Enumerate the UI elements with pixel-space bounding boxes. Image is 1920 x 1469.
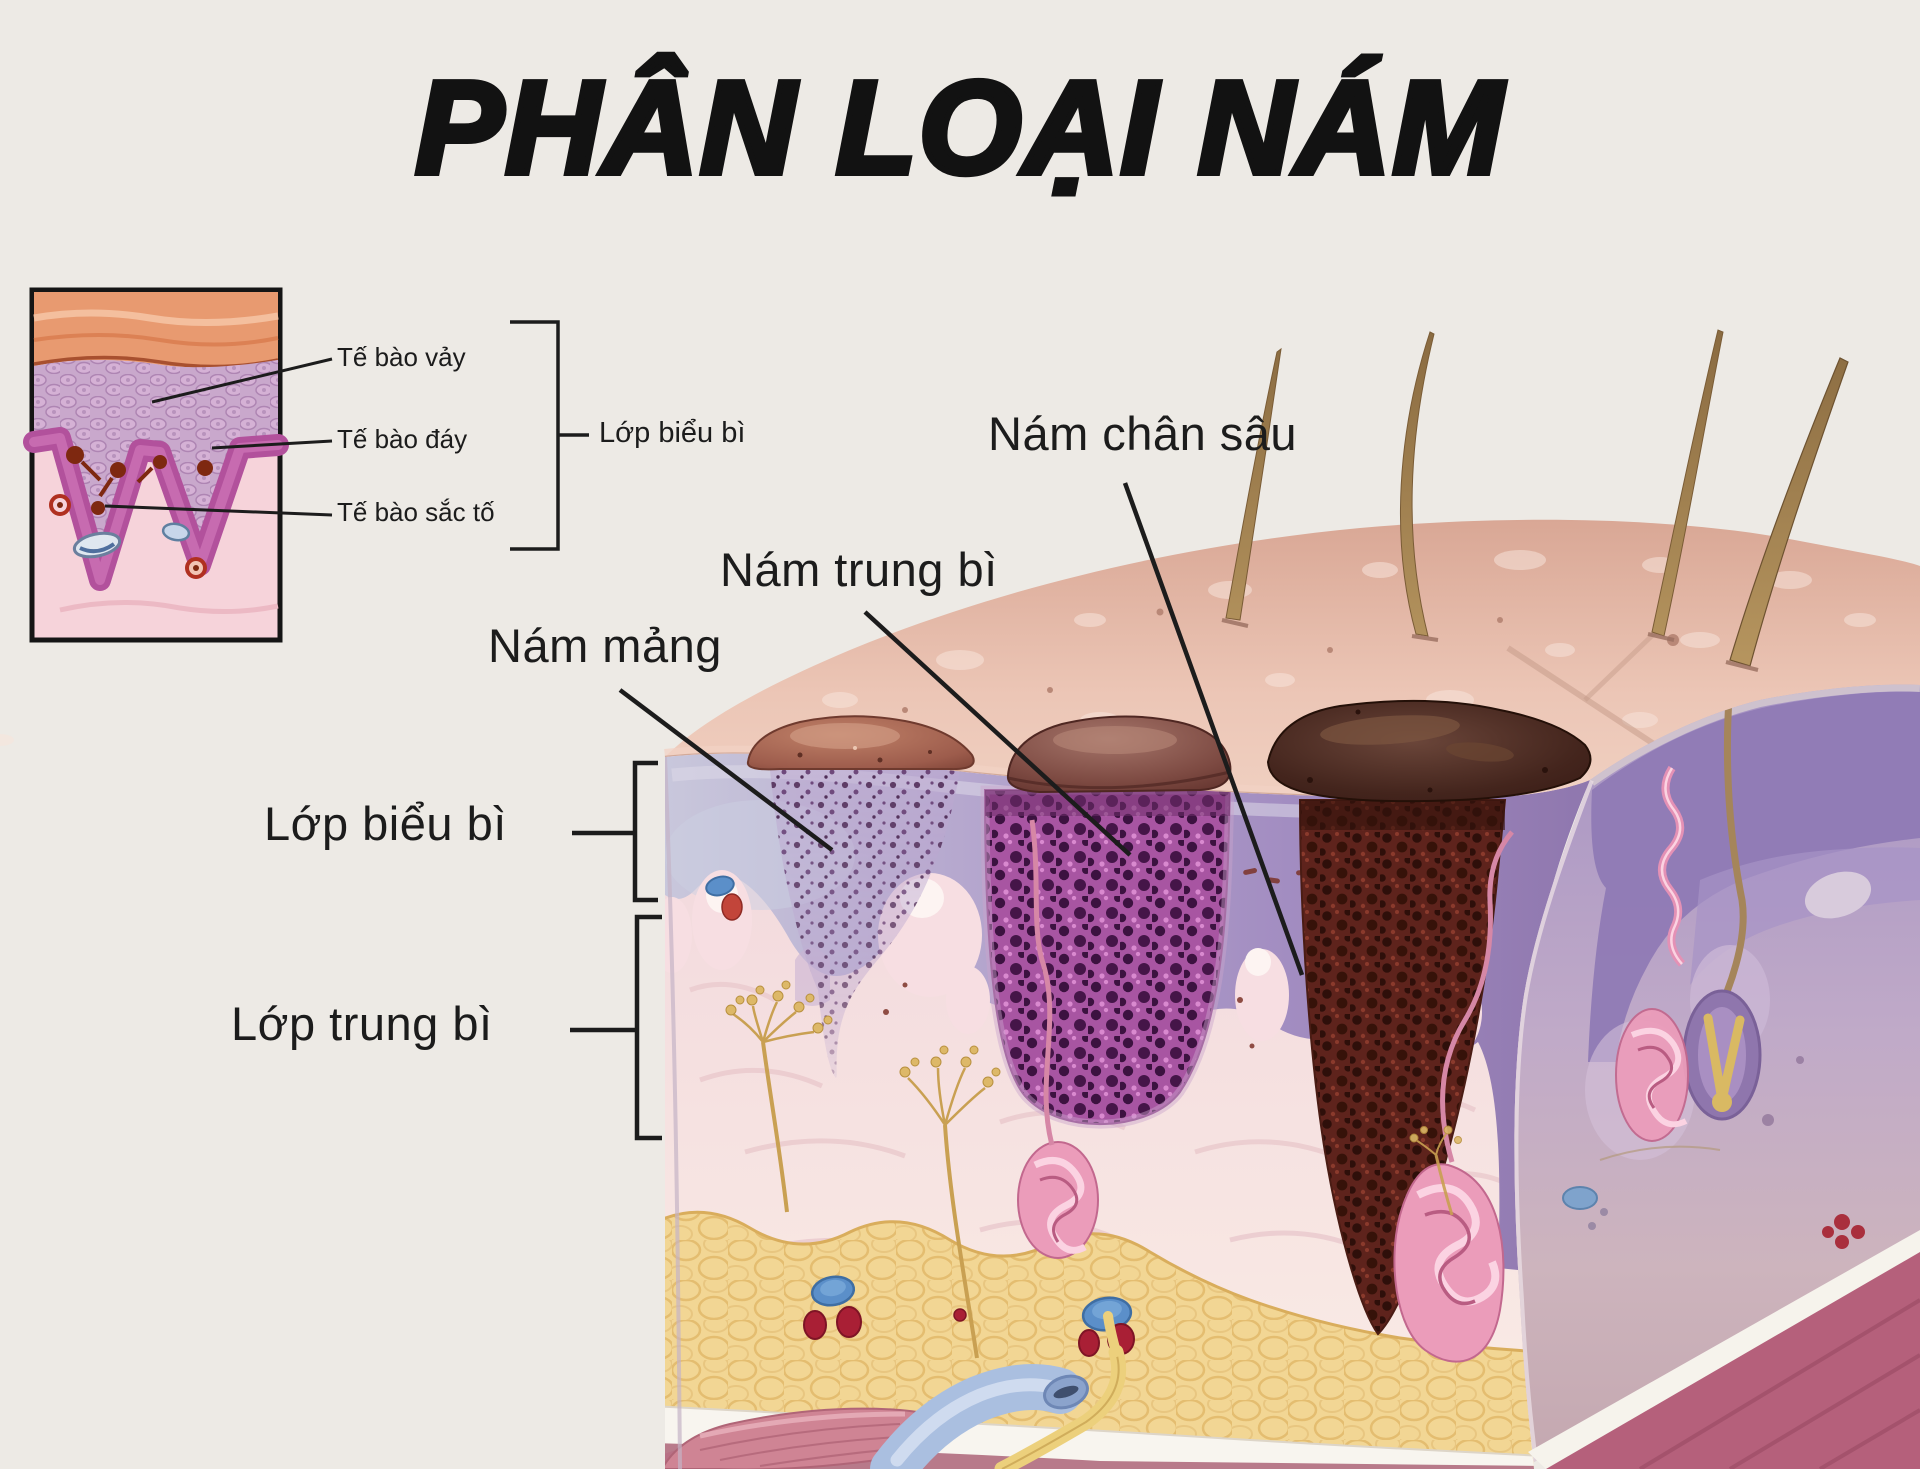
muscle-wedge — [1528, 1230, 1920, 1469]
label-dermis-layer: Lớp trung bì — [231, 997, 493, 1050]
melasma-dermal-column — [980, 785, 1235, 1129]
hair-follicle — [1682, 989, 1762, 1121]
pointer-line-deep — [1122, 482, 1305, 976]
nerve-tree-middle — [899, 1045, 1001, 1359]
hair-strand-4 — [1729, 357, 1849, 667]
page-title: PHÂN LOẠI NÁM — [412, 51, 1505, 204]
inset-melanocytes — [66, 446, 213, 515]
melasma-spot-deep — [1266, 699, 1592, 803]
histology-inset — [23, 287, 289, 643]
sweat-gland-front-small — [1017, 819, 1099, 1259]
melasma-epidermal-speckle-cone — [770, 770, 960, 1078]
melasma-spot-dermal — [1006, 715, 1232, 794]
inset-bracket — [510, 320, 560, 551]
side-face-vessels — [1562, 1145, 1865, 1249]
vessel-cluster-left — [803, 1275, 862, 1340]
right-face-epidermis-band — [1588, 691, 1920, 1062]
pointer-line-squamous — [151, 357, 333, 404]
nerve-tree-right — [1409, 1125, 1462, 1216]
label-melasma-deep: Nám chân sâu — [988, 407, 1298, 460]
pointer-line-basal — [211, 439, 333, 450]
skin-right-face — [1514, 684, 1920, 1462]
pointer-line-patch — [618, 688, 834, 852]
label-basal-cell: Tế bào đáy — [337, 424, 468, 454]
melasma-spot-patch — [746, 715, 975, 771]
papilla-capillary-cluster — [705, 875, 743, 921]
label-inset-epidermis: Lớp biểu bì — [599, 417, 746, 449]
pointer-line-dermal — [863, 610, 1132, 857]
pointer-line-pigment — [104, 504, 333, 517]
dermis-bracket — [634, 914, 662, 1141]
label-melasma-patch: Nám mảng — [488, 619, 722, 672]
label-epidermis-layer: Lớp biểu bì — [264, 797, 507, 850]
vein-blue-tube — [870, 1364, 1089, 1469]
label-squamous-cell: Tế bào vảy — [337, 342, 466, 372]
surface-texture-blotches — [0, 550, 1876, 746]
melasma-deep-column — [1298, 799, 1507, 1336]
nerve-tree-left — [725, 980, 833, 1213]
epidermis-bracket — [632, 760, 658, 903]
label-pigment-cell: Tế bào sắc tố — [337, 497, 495, 527]
sweat-gland-front-large — [1393, 830, 1514, 1363]
annotation-lines — [104, 320, 1305, 1141]
hair-strand-1 — [1225, 347, 1282, 621]
nerve-cord-yellow — [994, 1311, 1127, 1469]
sweat-gland-side — [1615, 765, 1689, 1142]
hairs-group — [1221, 329, 1849, 672]
label-melasma-dermal: Nám trung bì — [720, 543, 998, 596]
hair-strand-3 — [1651, 329, 1724, 637]
hair-strand-2 — [1400, 331, 1435, 637]
skin-front-face — [665, 753, 1590, 1469]
